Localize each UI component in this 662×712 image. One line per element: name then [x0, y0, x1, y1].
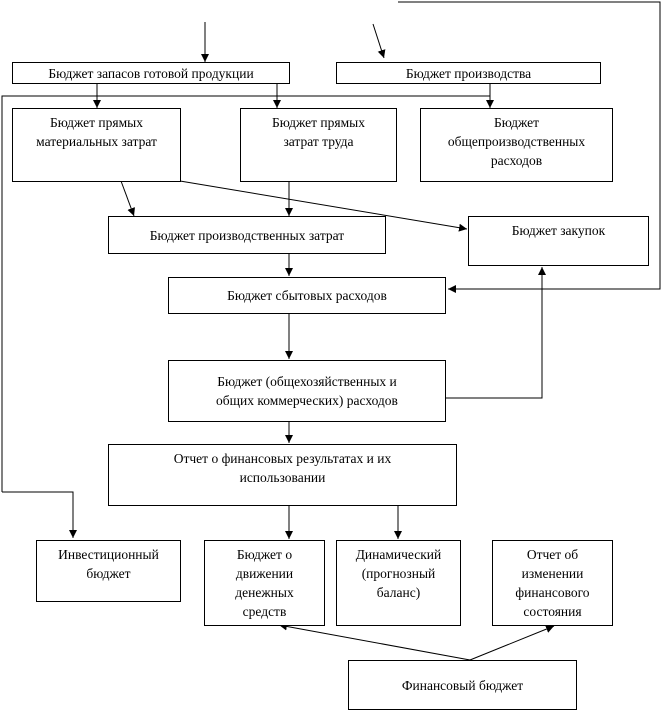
box-production-budget: Бюджет производства — [336, 62, 601, 84]
box-finished-goods-budget: Бюджет запасов готовой продукции — [12, 62, 290, 84]
box-production-costs-budget: Бюджет производственных затрат — [108, 216, 386, 254]
arrow-materials-to-production-costs — [120, 180, 135, 217]
box-direct-labor-budget: Бюджет прямых затрат труда — [240, 108, 397, 182]
box-purchases-budget: Бюджет закупок — [468, 216, 649, 266]
box-cash-flow-budget: Бюджет о движении денежных средств — [204, 540, 325, 626]
arrow-materials-to-purchases — [179, 180, 468, 232]
box-overhead-budget: Бюджет общепроизводственных расходов — [420, 108, 613, 182]
box-investment-budget: Инвестиционный бюджет — [36, 540, 181, 602]
box-income-statement: Отчет о финансовых результатах и их испо… — [108, 444, 457, 506]
arrow-financial-to-cash-flow — [278, 622, 471, 661]
box-direct-materials-budget: Бюджет прямых материальных затрат — [12, 108, 181, 182]
arrow-financial-to-fin-position — [469, 625, 555, 661]
box-dynamic-balance: Динамический (прогнозный баланс) — [336, 540, 461, 626]
connector-top-bus — [1, 95, 490, 492]
connector-left-to-investment — [2, 491, 77, 538]
arrow-admin-to-purchases — [446, 267, 546, 399]
connector-right-loop — [398, 1, 661, 293]
box-financial-budget: Финансовый бюджет — [348, 660, 577, 710]
arrow-top-to-production — [372, 23, 386, 59]
box-admin-expenses-budget: Бюджет (общехозяйственных и общих коммер… — [168, 360, 446, 422]
box-selling-expenses-budget: Бюджет сбытовых расходов — [168, 277, 446, 314]
box-financial-position-report: Отчет об изменении финансового состояния — [492, 540, 613, 626]
